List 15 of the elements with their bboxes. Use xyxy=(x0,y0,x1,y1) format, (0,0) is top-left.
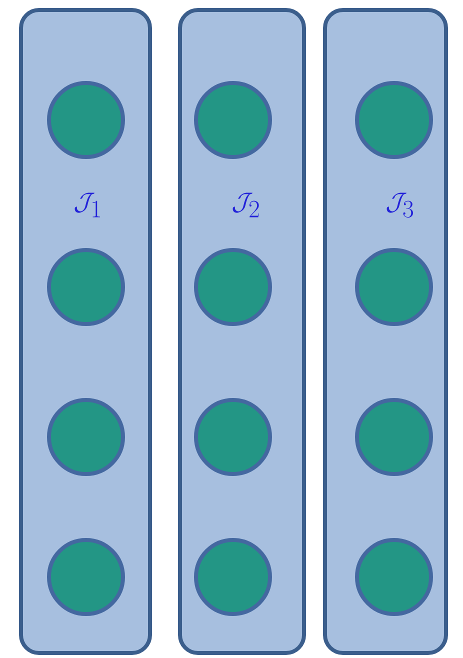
band-label: $\mathcal{J}_3$ xyxy=(386,192,414,218)
circle xyxy=(194,398,272,476)
circle xyxy=(355,81,433,159)
circle xyxy=(47,81,125,159)
circle xyxy=(47,538,125,616)
circle xyxy=(355,248,433,326)
circle xyxy=(47,398,125,476)
circle xyxy=(355,398,433,476)
circle xyxy=(194,248,272,326)
band-label: $\mathcal{J}_2$ xyxy=(232,192,259,218)
circle xyxy=(47,248,125,326)
circle xyxy=(355,538,433,616)
circle xyxy=(194,538,272,616)
band-label: $\mathcal{J}_1$ xyxy=(74,192,100,218)
circle xyxy=(194,81,272,159)
